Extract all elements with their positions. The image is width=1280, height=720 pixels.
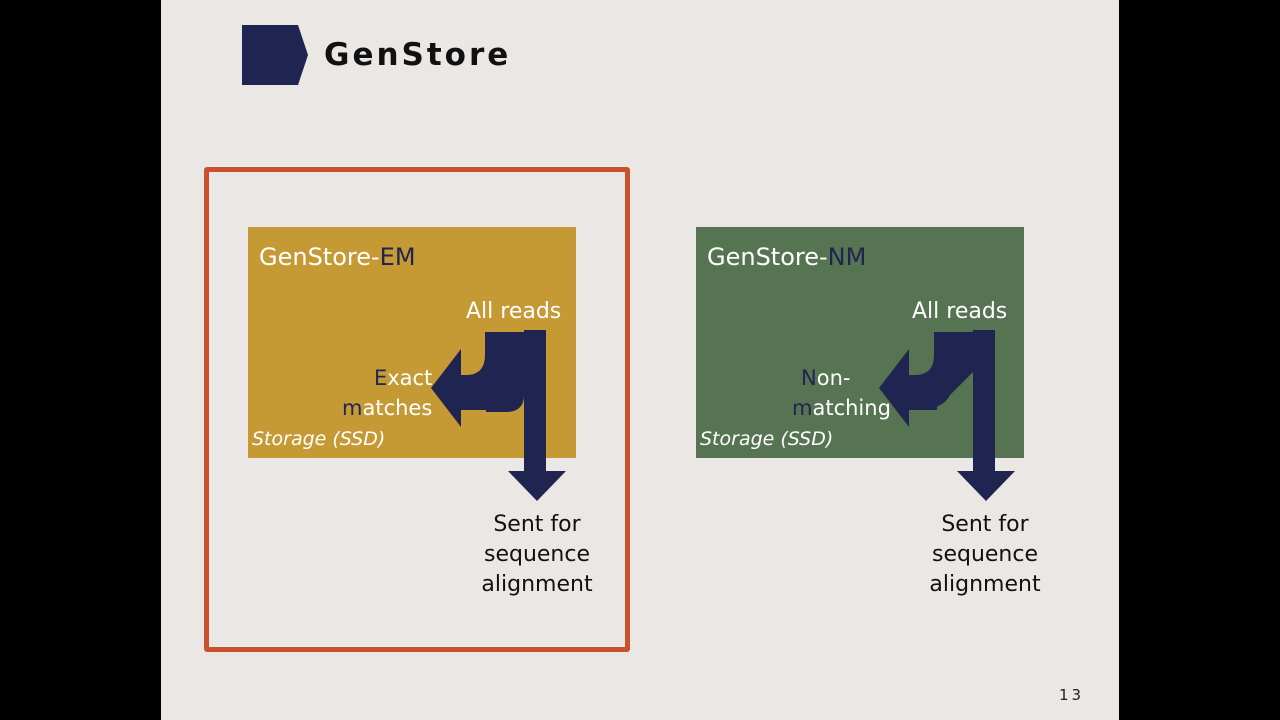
em-box-title: GenStore-EM: [259, 241, 416, 273]
nm-all-reads-label: All reads: [912, 299, 1008, 324]
title-chevron-icon: [242, 25, 308, 85]
em-all-reads-label: All reads: [466, 299, 562, 324]
nm-sent-line2: sequence: [931, 542, 1038, 567]
nm-box-title: GenStore-NM: [707, 241, 866, 273]
em-side-line1-first: E: [373, 366, 388, 390]
page-number: 13: [1059, 686, 1085, 704]
em-sent-line2: sequence: [483, 542, 590, 567]
em-side-line2-rest: atches: [362, 396, 433, 420]
nm-left-arrow: [879, 332, 973, 427]
slide: GenStore GenStore-EM All reads Exact mat…: [161, 0, 1119, 720]
em-storage-label: Storage (SSD): [252, 428, 386, 450]
em-sent-line1: Sent for: [493, 512, 581, 537]
em-title-prefix: GenStore-: [259, 243, 380, 271]
em-sent-for-alignment-label: Sent for sequence alignment: [447, 510, 627, 600]
nm-non-matching-label: Non- matching: [792, 363, 891, 423]
slide-title: GenStore: [324, 37, 512, 73]
nm-storage-label: Storage (SSD): [700, 428, 834, 450]
nm-sent-line1: Sent for: [941, 512, 1029, 537]
arrows-layer: [431, 330, 1015, 501]
em-title-suffix: EM: [379, 243, 416, 271]
nm-side-line1-first: N: [801, 366, 817, 390]
nm-title-suffix: NM: [827, 243, 867, 271]
nm-side-line2-first: m: [792, 396, 813, 420]
nm-sent-for-alignment-label: Sent for sequence alignment: [895, 510, 1075, 600]
highlight-frame: [204, 167, 630, 652]
em-sent-line3: alignment: [481, 572, 593, 597]
em-side-line2-first: m: [342, 396, 363, 420]
nm-sent-line3: alignment: [929, 572, 1041, 597]
em-exact-matches-label: Exact matches: [342, 363, 432, 423]
em-down-arrow: [508, 330, 566, 501]
em-left-arrow: [431, 332, 524, 427]
nm-down-arrow: [957, 330, 1015, 501]
em-side-line1-rest: xact: [387, 366, 433, 390]
nm-title-prefix: GenStore-: [707, 243, 828, 271]
nm-side-line2-rest: atching: [812, 396, 891, 420]
nm-side-line1-rest: on-: [816, 366, 851, 390]
